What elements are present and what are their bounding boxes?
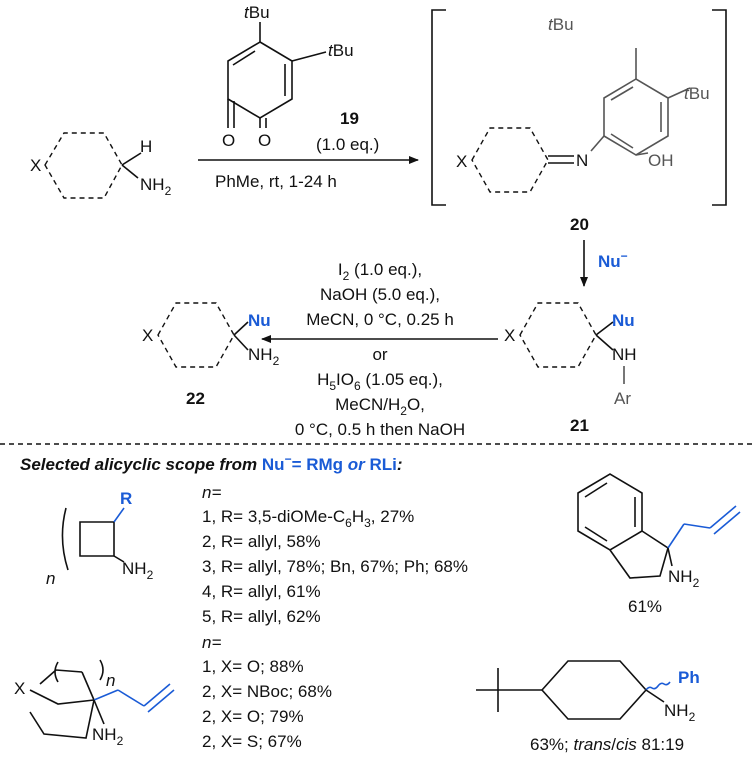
imine-n-label: N bbox=[576, 151, 588, 170]
cyclo-entry-1: 1, R= 3,5-diOMe-C6H3, 27% bbox=[202, 507, 414, 530]
nh2-label: NH2 bbox=[668, 567, 700, 590]
n-header: n= bbox=[202, 633, 221, 652]
nh2-label: NH2 bbox=[140, 175, 172, 198]
nh2-label: NH2 bbox=[122, 559, 154, 582]
svg-text:MeCN/H2O,: MeCN/H2O, bbox=[335, 395, 425, 418]
compound-label-21: 21 bbox=[570, 416, 589, 435]
compound-label-20: 20 bbox=[570, 215, 589, 234]
nh-label: NH bbox=[612, 345, 637, 364]
h-label: H bbox=[140, 137, 152, 156]
carbonyl-o-right: O bbox=[258, 131, 271, 150]
compound-label-19: 19 bbox=[340, 109, 359, 128]
starting-amine: X H NH2 bbox=[30, 132, 172, 199]
scope-indane: NH2 61% bbox=[577, 473, 741, 616]
cyclo-entry-5: 5, R= allyl, 62% bbox=[202, 607, 321, 626]
nu-label: Nu bbox=[612, 311, 635, 330]
hetero-entry-2: 2, X= NBoc; 68% bbox=[202, 682, 332, 701]
tbu-top-label: tBu bbox=[244, 3, 270, 22]
nh2-label: NH2 bbox=[92, 725, 124, 748]
svg-text:MeCN, 0 °C, 0.25 h: MeCN, 0 °C, 0.25 h bbox=[306, 310, 454, 329]
n-header: n= bbox=[202, 483, 221, 502]
indane-yield: 61% bbox=[628, 597, 662, 616]
hetero-entry-3: 2, X= O; 79% bbox=[202, 707, 304, 726]
scope-title: Selected alicyclic scope from Nu−= RMg o… bbox=[20, 452, 403, 474]
x-label: X bbox=[504, 326, 515, 345]
reagent-equivalents: (1.0 eq.) bbox=[316, 135, 379, 154]
cyclo-entry-3: 3, R= allyl, 78%; Bn, 67%; Ph; 68% bbox=[202, 557, 468, 576]
nu-label: Nu bbox=[248, 311, 271, 330]
n-label: n bbox=[106, 671, 115, 690]
x-label: X bbox=[456, 152, 467, 171]
aryl-label: Ar bbox=[614, 389, 631, 408]
nucleophile-label: Nu− bbox=[598, 249, 628, 271]
x-label: X bbox=[30, 156, 41, 175]
hydroxyl-label: OH bbox=[648, 151, 674, 170]
scope-tbu-cyclohexyl: Ph NH2 63%; trans/cis 81:19 bbox=[476, 660, 700, 754]
tbu-right-label: tBu bbox=[684, 84, 710, 103]
cyclo-entry-2: 2, R= allyl, 58% bbox=[202, 532, 321, 551]
quinone-19: tBu tBu O O 19 (1.0 eq.) bbox=[222, 3, 379, 154]
scope-heterocycle: X n NH2 n= 1, X= O; 88% 2, X= NBoc; 68% … bbox=[14, 633, 332, 751]
x-label: X bbox=[14, 679, 25, 698]
carbonyl-o-left: O bbox=[222, 131, 235, 150]
compound-label-22: 22 bbox=[186, 389, 205, 408]
nh2-label: NH2 bbox=[664, 701, 696, 724]
nh2-label: NH2 bbox=[248, 345, 280, 368]
tbu-top-label: tBu bbox=[548, 15, 574, 34]
tbu-right-label: tBu bbox=[328, 41, 354, 60]
x-label: X bbox=[142, 326, 153, 345]
intermediate-20: X N tBu tBu OH 20 bbox=[431, 9, 727, 234]
svg-text:0 °C, 0.5 h then NaOH: 0 °C, 0.5 h then NaOH bbox=[295, 420, 465, 439]
step1-conditions: PhMe, rt, 1-24 h bbox=[215, 172, 337, 191]
tbu-cyclohexyl-yield: 63%; trans/cis 81:19 bbox=[530, 735, 684, 754]
n-label: n bbox=[46, 569, 55, 588]
scope-cycloalkyl: n R NH2 n= 1, R= 3,5-diOMe-C6H3, 27% 2, … bbox=[46, 483, 468, 626]
svg-text:H5IO6 (1.05 eq.),: H5IO6 (1.05 eq.), bbox=[317, 370, 443, 393]
product-21: X Nu NH Ar 21 bbox=[504, 302, 637, 435]
product-22: X Nu NH2 22 bbox=[142, 302, 280, 408]
cyclo-entry-4: 4, R= allyl, 61% bbox=[202, 582, 321, 601]
ph-label: Ph bbox=[678, 668, 700, 687]
svg-text:NaOH (5.0 eq.),: NaOH (5.0 eq.), bbox=[320, 285, 440, 304]
svg-text:or: or bbox=[372, 345, 387, 364]
svg-text:I2 (1.0 eq.),: I2 (1.0 eq.), bbox=[338, 260, 422, 283]
hetero-entry-1: 1, X= O; 88% bbox=[202, 657, 304, 676]
hetero-entry-4: 2, X= S; 67% bbox=[202, 732, 302, 751]
step3-conditions: I2 (1.0 eq.), NaOH (5.0 eq.), MeCN, 0 °C… bbox=[295, 260, 465, 439]
r-label: R bbox=[120, 489, 132, 508]
